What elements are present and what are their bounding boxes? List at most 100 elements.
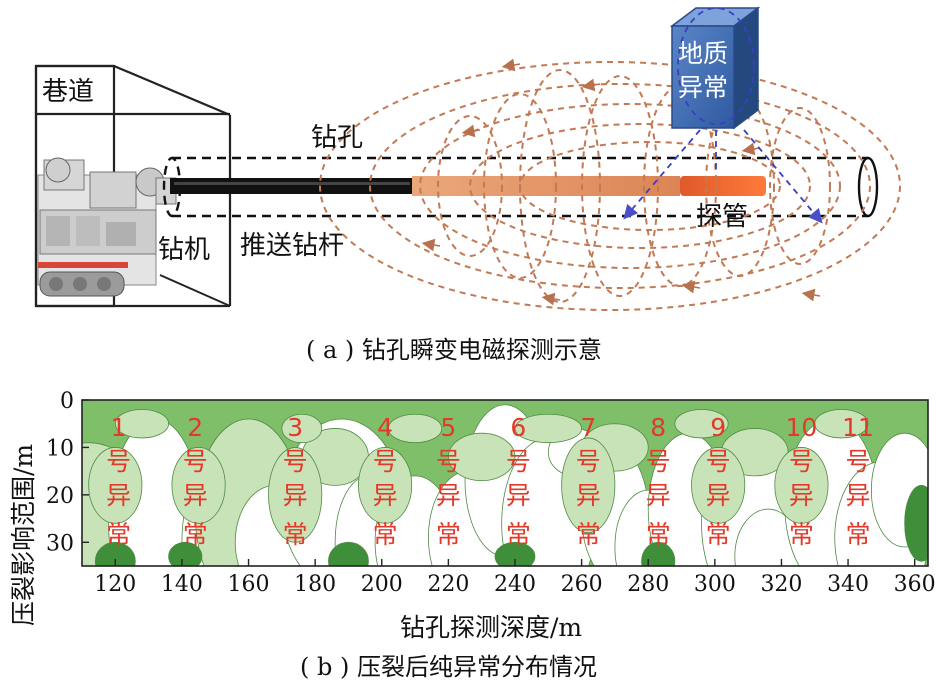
anomaly-char: 号 xyxy=(106,447,131,476)
contour-region xyxy=(168,541,203,566)
x-tick-label: 180 xyxy=(294,572,336,597)
anomaly-field-lines xyxy=(623,7,823,224)
contour-region xyxy=(674,409,729,439)
anomaly-char: 异 xyxy=(706,481,731,510)
label-borehole: 钻孔 xyxy=(311,123,363,153)
x-tick-label: 200 xyxy=(361,572,403,597)
anomaly-char: 异 xyxy=(846,481,871,510)
y-axis-label: 压裂影响范围/m xyxy=(9,444,38,626)
anomaly-char: 号 xyxy=(506,447,531,476)
y-tick-label: 0 xyxy=(60,389,74,414)
x-tick-label: 360 xyxy=(894,572,936,597)
anomaly-char: 常 xyxy=(436,520,461,549)
x-tick-label: 220 xyxy=(427,572,469,597)
contour-region xyxy=(774,447,829,524)
label-anomaly-line1: 地质 xyxy=(678,39,728,68)
anomaly-char: 号 xyxy=(283,447,308,476)
anomaly-char: 异 xyxy=(183,481,208,510)
x-tick-label: 300 xyxy=(694,572,736,597)
contour-region xyxy=(641,541,676,566)
contour-region xyxy=(447,432,516,482)
x-axis-label: 钻孔探测深度/m xyxy=(400,613,582,642)
label-roadway: 巷道 xyxy=(42,77,94,107)
em-field-loops xyxy=(319,61,901,311)
contour-region xyxy=(904,484,928,562)
x-tick-label: 120 xyxy=(94,572,136,597)
anomaly-char: 号 xyxy=(706,447,731,476)
plot-area xyxy=(82,400,928,566)
roadway-frame xyxy=(34,64,232,308)
plot-frame xyxy=(81,399,929,567)
anomaly-char: 号 xyxy=(436,447,461,476)
contour-region xyxy=(561,437,616,534)
contour-region xyxy=(94,541,136,566)
anomaly-number: 11 xyxy=(842,413,874,442)
anomaly-char: 常 xyxy=(576,520,601,549)
push-rod xyxy=(170,178,412,194)
anomaly-char: 异 xyxy=(373,481,398,510)
probe-tube xyxy=(680,176,766,196)
anomaly-char: 异 xyxy=(576,481,601,510)
contour-region xyxy=(814,409,869,439)
anomaly-labels: 1号异常2号异常3号异常4号异常5号异常6号异常7号异常8号异常9号异常10号异… xyxy=(106,413,874,549)
drill-rig-illustration xyxy=(37,157,177,297)
contour-region xyxy=(268,447,323,543)
contour-region xyxy=(691,447,746,524)
anomaly-number: 5 xyxy=(440,413,456,442)
contour-region xyxy=(388,413,443,444)
anomaly-char: 常 xyxy=(283,520,308,549)
anomaly-number: 8 xyxy=(650,413,666,442)
anomaly-char: 号 xyxy=(373,447,398,476)
y-tick-label: 10 xyxy=(46,436,74,461)
contour-blobs xyxy=(82,404,928,566)
label-probe: 探管 xyxy=(696,202,748,232)
anomaly-char: 号 xyxy=(846,447,871,476)
anomaly-char: 常 xyxy=(646,520,671,549)
anomaly-number: 6 xyxy=(510,413,526,442)
anomaly-char: 号 xyxy=(646,447,671,476)
anomaly-char: 常 xyxy=(789,520,814,549)
anomaly-number: 10 xyxy=(786,413,818,442)
y-axis: 0 10 20 30 xyxy=(46,389,89,556)
x-tick-label: 260 xyxy=(561,572,603,597)
anomaly-char: 常 xyxy=(706,520,731,549)
roadway-floor-line xyxy=(159,274,231,307)
x-tick-label: 340 xyxy=(827,572,869,597)
anomaly-char: 常 xyxy=(506,520,531,549)
rod-section xyxy=(412,176,680,196)
anomaly-char: 号 xyxy=(576,447,601,476)
anomaly-number: 2 xyxy=(187,413,203,442)
contour-region xyxy=(328,541,369,566)
panel-a-schematic: 巷道 钻孔 钻机 推送钻杆 探管 地质 异常 ( a ) 钻孔瞬变电磁探测示意 xyxy=(34,6,901,364)
anomaly-char: 异 xyxy=(789,481,814,510)
y-tick-label: 20 xyxy=(46,484,74,509)
label-anomaly-line2: 异常 xyxy=(678,73,728,102)
anomaly-char: 常 xyxy=(106,520,131,549)
contour-region xyxy=(171,447,226,524)
caption-b: ( b ) 压裂后纯异常分布情况 xyxy=(300,653,597,681)
anomaly-char: 异 xyxy=(646,481,671,510)
caption-a: ( a ) 钻孔瞬变电磁探测示意 xyxy=(306,336,602,364)
contour-region xyxy=(114,409,169,439)
contour-region xyxy=(88,447,143,524)
label-drill-rig: 钻机 xyxy=(158,235,210,265)
contour-region xyxy=(514,413,583,444)
contour-region xyxy=(494,541,536,566)
anomaly-char: 异 xyxy=(506,481,531,510)
borehole-end xyxy=(857,156,879,218)
x-tick-label: 140 xyxy=(161,572,203,597)
anomaly-number: 7 xyxy=(580,413,596,442)
x-tick-label: 160 xyxy=(228,572,270,597)
anomaly-number: 4 xyxy=(377,413,393,442)
anomaly-char: 常 xyxy=(846,520,871,549)
y-tick-label: 30 xyxy=(46,531,74,556)
x-tick-label: 240 xyxy=(494,572,536,597)
geological-anomaly-box xyxy=(669,6,761,130)
x-tick-label: 320 xyxy=(760,572,802,597)
anomaly-char: 号 xyxy=(789,447,814,476)
contour-region xyxy=(358,447,413,524)
anomaly-char: 常 xyxy=(373,520,398,549)
contour-region xyxy=(281,413,323,444)
